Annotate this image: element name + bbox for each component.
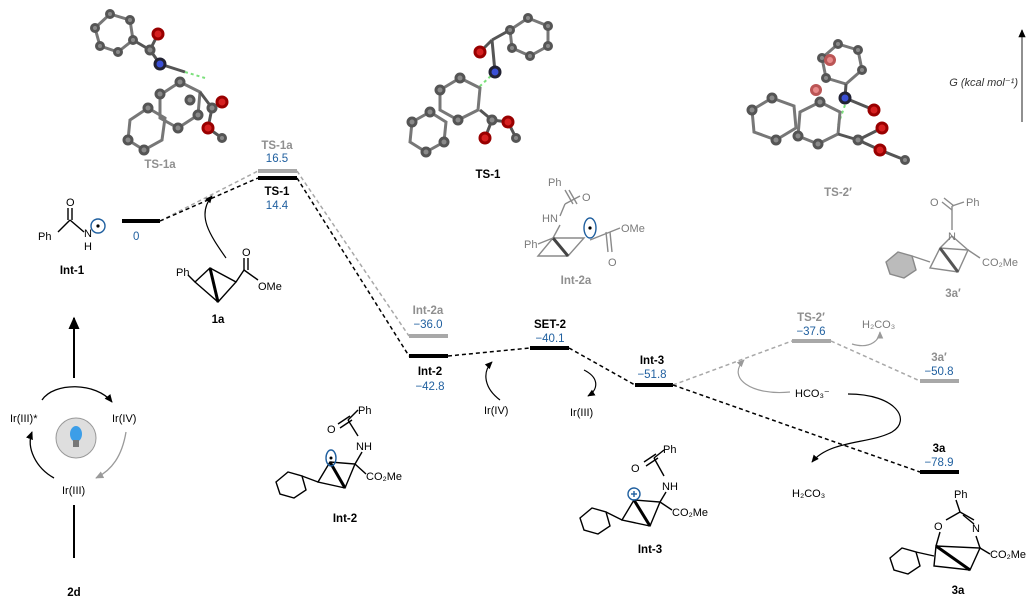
connector-set2-int3	[568, 347, 636, 386]
reagent-ir3: Ir(III)	[570, 407, 593, 419]
caption-3a: 3a	[952, 585, 965, 597]
caption-int3: Int-3	[638, 544, 662, 556]
arrow-ir4-in	[484, 361, 501, 401]
name-int3: Int-3	[640, 355, 664, 367]
connector-int3-3a	[672, 384, 921, 473]
int2-co2me: CO₂Me	[366, 471, 402, 483]
name-set2: SET-2	[534, 319, 566, 331]
int2a-ome: OMe	[621, 223, 645, 235]
photoredox-cycle	[26, 316, 127, 558]
name-ts1a: TS-1a	[261, 140, 293, 152]
g-axis-label: G (kcal mol⁻¹)	[949, 77, 1018, 89]
name-ts2p: TS-2′	[797, 312, 825, 324]
int3-ph-top: Ph	[663, 444, 676, 456]
caption-2d: 2d	[67, 587, 80, 598]
sub1a-o: O	[242, 247, 251, 259]
value-int2a: −36.0	[413, 319, 442, 331]
name-int2a: Int-2a	[413, 305, 444, 317]
connector-int2-set2	[447, 347, 531, 357]
int2-nh: NH	[356, 441, 372, 453]
3a-n: N	[972, 523, 980, 535]
3ap-ph: Ph	[966, 197, 979, 209]
int3-co2me: CO₂Me	[672, 507, 708, 519]
name-3a: 3a	[933, 443, 946, 455]
value-ts1: 14.4	[266, 200, 289, 212]
connector-int3-ts2p	[672, 340, 793, 386]
value-int3: −51.8	[637, 369, 666, 381]
ts1a-3d-structure	[90, 9, 229, 156]
int1-h: H	[84, 241, 92, 253]
cycle-ir4: Ir(IV)	[112, 413, 136, 425]
3ap-n: N	[948, 231, 956, 243]
3a-structure	[889, 499, 991, 575]
reagent-h2co3-upper: H₂CO₃	[862, 319, 895, 331]
ts1-3d-structure	[406, 13, 553, 158]
int3-structure	[579, 449, 673, 535]
connector-int1-ts1a	[159, 170, 259, 222]
int2a-hn: HN	[542, 213, 558, 225]
arrow-hco3-grey	[736, 359, 791, 394]
caption-3ap: 3a′	[945, 288, 961, 300]
ts2p-3d-structure	[746, 39, 910, 165]
connector-int1-ts1	[159, 177, 259, 222]
cycle-ir3-star: Ir(III)*	[10, 413, 38, 425]
caption-ts2p-structure: TS-2′	[824, 187, 852, 199]
int2a-ph-top: Ph	[548, 177, 561, 189]
value-int1: 0	[133, 231, 139, 243]
caption-int2: Int-2	[333, 513, 357, 525]
arrow-hco3-black	[811, 393, 902, 463]
caption-1a: 1a	[212, 314, 225, 326]
int2-structure	[275, 409, 367, 499]
3ap-co2me: CO₂Me	[982, 257, 1018, 269]
int1-ph: Ph	[38, 231, 51, 243]
cycle-ir3: Ir(III)	[62, 485, 85, 497]
caption-int2a: Int-2a	[561, 275, 592, 287]
name-3ap: 3a′	[931, 352, 947, 364]
caption-ts1a-structure: TS-1a	[144, 159, 176, 171]
value-set2: −40.1	[535, 333, 564, 345]
arrow-ir3-out	[583, 369, 597, 397]
caption-int1: Int-1	[60, 265, 85, 277]
3a-ph: Ph	[954, 489, 967, 501]
arrow-h2co3-upper	[851, 331, 884, 347]
value-ts2p: −37.6	[796, 326, 825, 338]
3ap-structure	[885, 197, 981, 279]
connector-ts1-int2	[296, 177, 410, 357]
sub1a-ome: OMe	[258, 281, 282, 293]
name-int2: Int-2	[418, 366, 442, 378]
int2a-structure	[536, 189, 621, 257]
substrate-1a-structure	[187, 258, 259, 303]
value-3ap: −50.8	[924, 366, 953, 378]
reagent-hco3: HCO₃⁻	[795, 388, 830, 400]
int1-o: O	[66, 197, 75, 209]
int2-o: O	[327, 424, 336, 436]
value-ts1a: 16.5	[266, 153, 288, 165]
3ap-o: O	[930, 197, 939, 209]
int3-o: O	[631, 463, 640, 475]
name-ts1: TS-1	[265, 186, 291, 198]
value-3a: −78.9	[924, 457, 953, 469]
caption-ts1-structure: TS-1	[476, 169, 502, 181]
int2a-o-top: O	[582, 192, 591, 204]
value-int2: −42.8	[415, 381, 444, 393]
reagent-h2co3-lower: H₂CO₃	[792, 488, 825, 500]
reagent-ir4: Ir(IV)	[484, 405, 508, 417]
int1-n: N	[84, 228, 92, 240]
sub1a-ph: Ph	[176, 267, 189, 279]
int1-structure	[57, 208, 106, 234]
connector-ts2p-3ap	[830, 340, 921, 382]
int2a-ph: Ph	[524, 239, 537, 251]
int2a-o: O	[608, 257, 617, 269]
arrow-1a-addition	[204, 195, 227, 259]
connector-ts1a-int2a	[296, 170, 410, 337]
3a-co2me: CO₂Me	[990, 549, 1026, 561]
int3-nh: NH	[662, 481, 678, 493]
int2-ph-top: Ph	[358, 405, 371, 417]
3a-o: O	[934, 521, 943, 533]
